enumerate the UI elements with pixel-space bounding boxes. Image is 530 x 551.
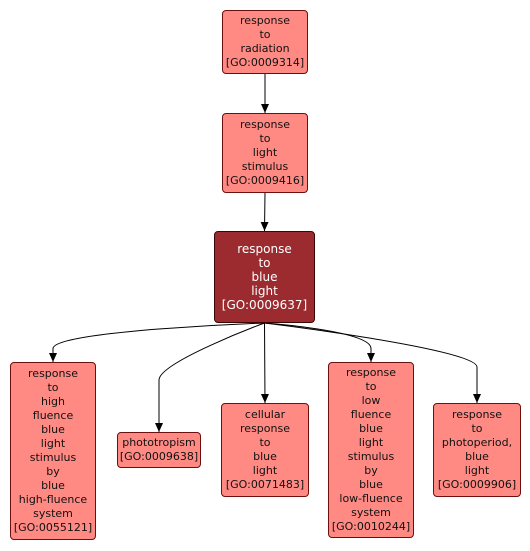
node-label-line: to (259, 436, 271, 449)
node-label-line: [GO:0010244] (331, 520, 411, 533)
node-label-line: radiation (240, 42, 290, 55)
node-label-line: to (471, 422, 483, 435)
node-label-line: blue (253, 450, 277, 463)
node-label-line: cellular (244, 408, 286, 421)
node-label-line: stimulus (347, 450, 395, 463)
node-label-line: to (259, 132, 271, 145)
edge-go-0009637-to-go-0055121 (49, 322, 265, 362)
node-label-line: blue (359, 478, 383, 491)
node-label-line: photoperiod, (441, 436, 513, 449)
node-label-line: [GO:0009314] (225, 56, 305, 69)
node-label-line: blue (41, 479, 65, 492)
node-label-line: light (252, 464, 278, 477)
node-label-line: [GO:0009637] (221, 298, 308, 312)
node-label-line: response (452, 408, 502, 421)
node-label-line: stimulus (241, 160, 289, 173)
node-label-line: low (361, 394, 381, 407)
node-label-line: to (47, 381, 59, 394)
node-label-line: blue (359, 422, 383, 435)
edge-go-0009637-to-go-0009906 (264, 322, 481, 403)
node-label-line: [GO:0055121] (13, 521, 93, 534)
node-label-line: by (364, 464, 378, 477)
edge-go-0009637-to-go-0010244 (264, 322, 375, 362)
node-label-line: response (240, 14, 290, 27)
edge-go-0009416-to-go-0009637 (260, 192, 269, 232)
node-label-line: [GO:0009906] (437, 478, 517, 491)
edge-go-0009637-to-go-0071483 (260, 322, 269, 404)
node-label-line: to (259, 28, 271, 41)
node-label-line: light (40, 437, 66, 450)
node-label-line: low-fluence (339, 492, 403, 505)
node-label-line: blue (465, 450, 489, 463)
edge-go-0009637-to-go-0009638 (155, 322, 265, 432)
node-label-line: high (41, 395, 65, 408)
node-go-0009638[interactable]: phototropism[GO:0009638] (117, 432, 201, 468)
node-label-line: response (240, 118, 290, 131)
node-label-line: response (346, 366, 396, 379)
node-label-line: system (351, 506, 391, 519)
node-label-line: light (464, 464, 490, 477)
node-label-line: [GO:0009416] (225, 174, 305, 187)
node-label-line: response (240, 422, 290, 435)
node-label-line: [GO:0009638] (119, 450, 199, 463)
node-label-line: by (46, 465, 60, 478)
node-label-line: to (258, 256, 271, 270)
node-label-line: light (252, 146, 278, 159)
node-label-line: response (237, 242, 292, 256)
node-label-line: fluence (350, 408, 392, 421)
node-label-line: blue (41, 423, 65, 436)
node-label-line: light (358, 436, 384, 449)
node-label-line: [GO:0071483] (225, 478, 305, 491)
node-label-line: light (251, 284, 278, 298)
node-label-line: fluence (32, 409, 74, 422)
node-label-line: phototropism (122, 436, 196, 449)
node-label-line: to (365, 380, 377, 393)
node-label-line: blue (251, 270, 278, 284)
node-label-line: high-fluence (18, 493, 88, 506)
node-label-line: response (28, 367, 78, 380)
node-label-line: system (33, 507, 73, 520)
node-label-line: stimulus (29, 451, 77, 464)
